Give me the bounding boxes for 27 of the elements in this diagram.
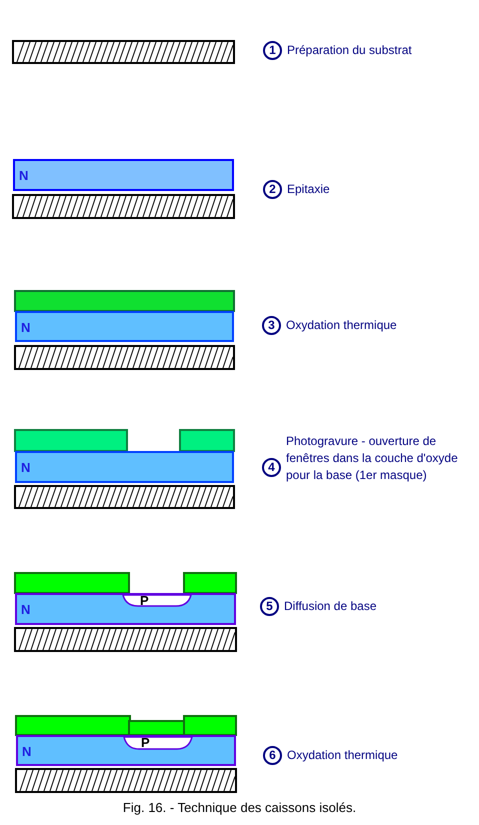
step-number-badge: 6 — [263, 746, 282, 765]
n-layer — [15, 451, 234, 483]
layer-label: N — [21, 602, 30, 617]
region-label: P — [141, 735, 150, 750]
step-number-badge: 3 — [262, 316, 281, 335]
step-description: Oxydation thermique — [287, 747, 398, 764]
step-description: Photogravure - ouverture de fenêtres dans la couche d'oxyde pour la base (1er masque) — [286, 433, 459, 484]
figure-caption: Fig. 16. - Technique des caissons isolés. — [122, 800, 358, 815]
step-description: Préparation du substrat — [287, 42, 412, 59]
p-pocket — [123, 737, 193, 750]
step-description: Diffusion de base — [284, 598, 377, 615]
step-number-badge: 4 — [262, 458, 281, 477]
n-layer — [15, 593, 236, 625]
p-pocket — [122, 595, 192, 607]
region-label: P — [140, 593, 149, 608]
n-layer — [16, 735, 236, 766]
step-description: Oxydation thermique — [286, 317, 397, 334]
step-number-badge: 2 — [263, 180, 282, 199]
step-description: Epitaxie — [287, 181, 330, 198]
layer-label: N — [21, 320, 30, 335]
n-layer — [13, 159, 234, 191]
n-layer — [15, 311, 234, 342]
step-number-badge: 1 — [263, 41, 282, 60]
layer-label: N — [21, 460, 30, 475]
step-number-badge: 5 — [260, 597, 279, 616]
layer-label: N — [19, 168, 28, 183]
layer-label: N — [22, 744, 32, 759]
